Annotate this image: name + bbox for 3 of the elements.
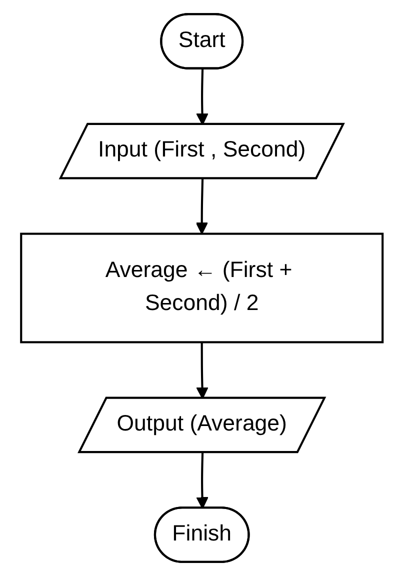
arrow: [196, 178, 208, 234]
arrow: [196, 452, 209, 508]
node-box: Average ← (First + Second) / 2: [20, 232, 384, 343]
